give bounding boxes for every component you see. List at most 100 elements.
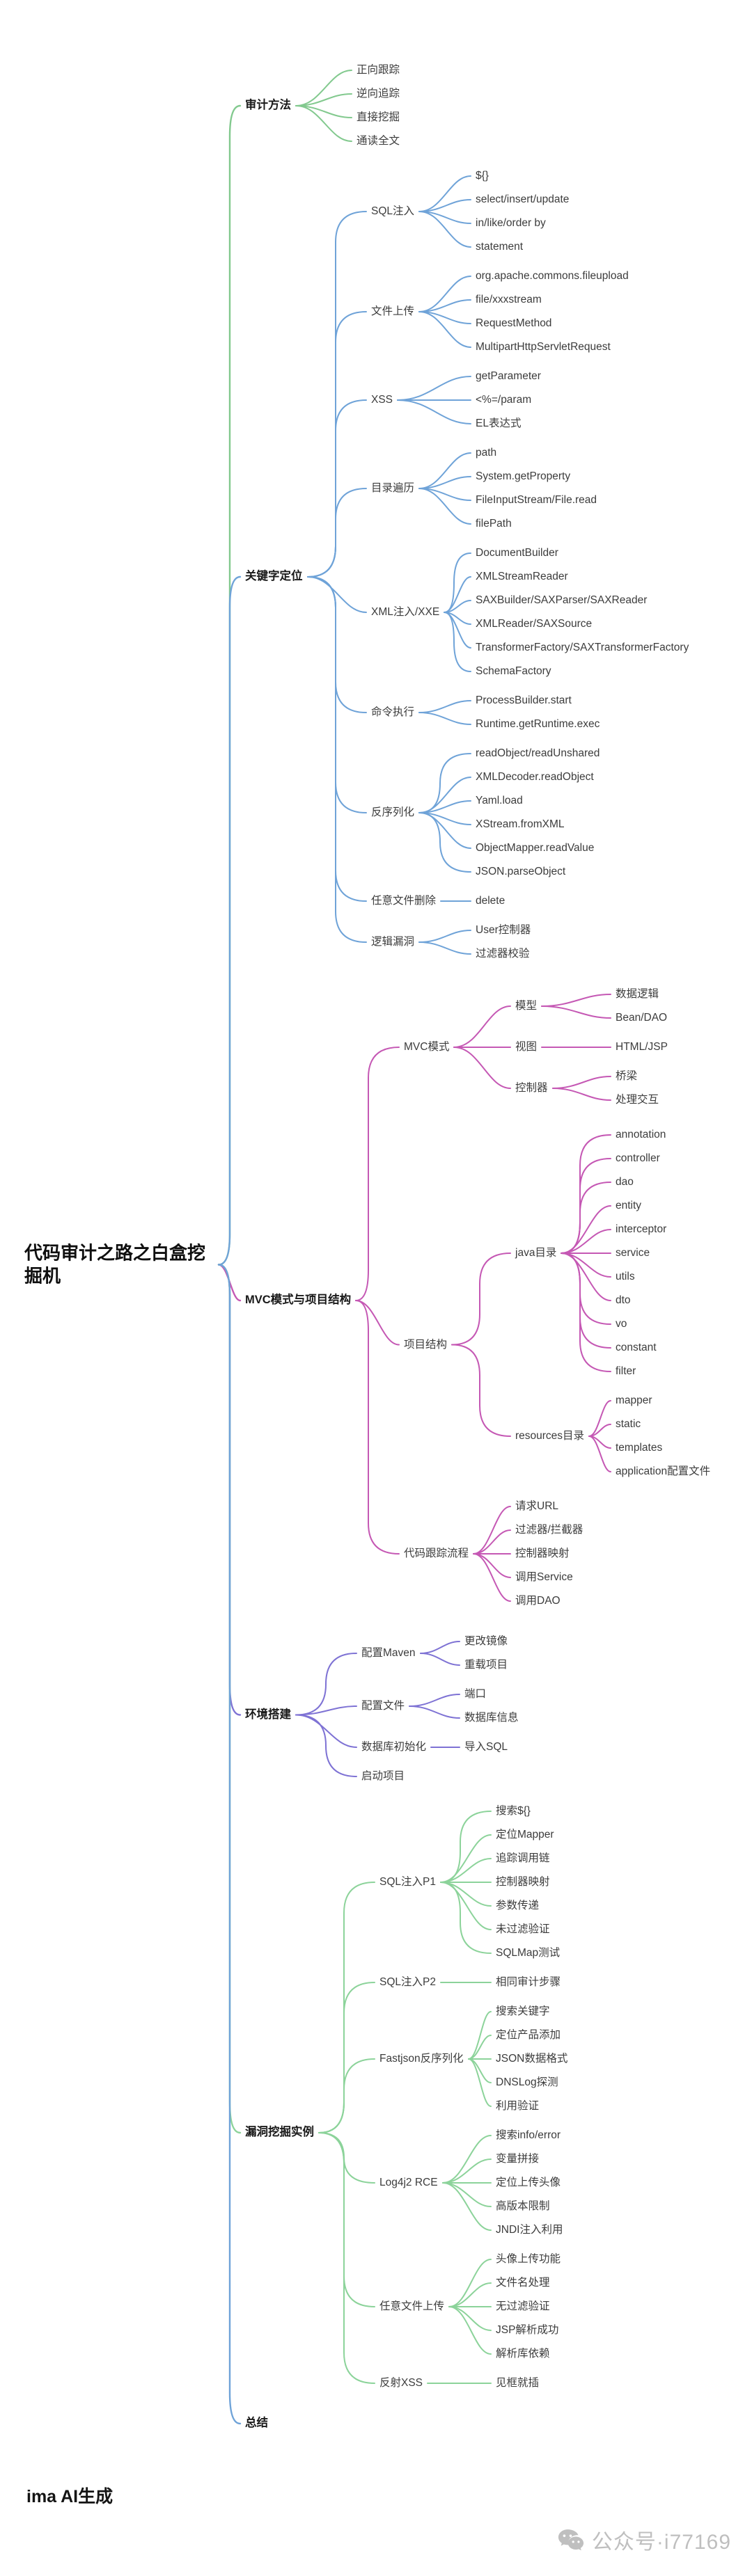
node-label: delete — [476, 894, 506, 907]
edge — [451, 1344, 511, 1437]
node-label: 反射XSS — [379, 2376, 423, 2389]
node-label: 代码跟踪流程 — [404, 1547, 469, 1559]
node-label: 头像上传功能 — [496, 2252, 561, 2265]
node-label: readObject/readUnshared — [476, 747, 600, 759]
edge — [307, 399, 367, 578]
edge — [295, 1714, 357, 1777]
edge — [468, 2011, 492, 2060]
generator-credit: ima AI生成 — [26, 2487, 113, 2506]
node-label: 导入SQL — [464, 1740, 508, 1753]
edge — [397, 376, 471, 401]
node-label: org.apache.commons.fileupload — [476, 269, 629, 282]
edge — [418, 488, 471, 525]
node-label: XSS — [371, 393, 393, 406]
node-label: 搜索info/error — [496, 2129, 561, 2141]
node-label: SQL注入P1 — [379, 1875, 436, 1888]
node-label: Bean/DAO — [616, 1011, 668, 1024]
node-label: mapper — [616, 1394, 652, 1406]
edge — [588, 1436, 611, 1472]
edge — [418, 930, 471, 943]
node-label: 搜索关键字 — [496, 2005, 550, 2017]
edge — [473, 1553, 511, 1602]
node-label: select/insert/update — [476, 193, 570, 205]
edge — [473, 1553, 511, 1578]
wechat-icon — [557, 2528, 585, 2552]
edge — [561, 1253, 611, 1372]
edge — [440, 1882, 492, 1907]
edge — [448, 2282, 492, 2307]
node-label: 追踪调用链 — [496, 1852, 550, 1864]
node-label: 端口 — [464, 1687, 487, 1700]
node-label: JSON.parseObject — [476, 865, 566, 877]
edge — [440, 1882, 492, 1930]
node-label: 重载项目 — [464, 1658, 508, 1671]
edge — [442, 2135, 492, 2184]
node-label: SQL注入P2 — [379, 1975, 436, 1988]
node-label: 无过滤验证 — [496, 2300, 550, 2312]
node-label: 文件上传 — [371, 305, 415, 317]
branch-label: 漏洞挖掘实例 — [245, 2126, 314, 2139]
edge — [442, 2182, 492, 2231]
edge — [561, 1253, 611, 1278]
node-label: 控制器映射 — [496, 1875, 550, 1888]
node-label: 通读全文 — [357, 134, 400, 147]
node-label: 项目结构 — [404, 1338, 448, 1351]
watermark: 公众号·i77169 — [557, 2525, 731, 2555]
node-label: utils — [616, 1270, 635, 1282]
node-label: DocumentBuilder — [476, 546, 558, 559]
edge — [453, 1005, 511, 1048]
node-label: 数据逻辑 — [616, 987, 659, 1000]
node-label: 文件名处理 — [496, 2276, 550, 2289]
edge — [561, 1158, 611, 1254]
edge — [453, 1047, 511, 1089]
node-label: MultipartHttpServletRequest — [476, 340, 611, 353]
edge — [318, 1882, 375, 2133]
edge — [444, 552, 471, 613]
edge — [307, 311, 367, 578]
root-title: 代码审计之路之白盒挖掘机 — [24, 1242, 206, 1287]
edge — [318, 2132, 375, 2384]
node-label: templates — [616, 1441, 663, 1454]
node-label: constant — [616, 1341, 657, 1353]
node-label: file/xxxstream — [476, 293, 542, 305]
node-label: JSON数据格式 — [496, 2052, 568, 2065]
node-label: annotation — [616, 1128, 666, 1140]
edge — [418, 812, 471, 873]
watermark-text: 公众号·i77169 — [591, 2531, 731, 2554]
edge — [442, 2158, 492, 2184]
node-label: JNDI注入利用 — [496, 2223, 563, 2236]
node-label: 解析库依赖 — [496, 2347, 550, 2360]
edge — [295, 1706, 357, 1716]
node-label: 配置Maven — [361, 1646, 416, 1659]
node-label: statement — [476, 240, 524, 253]
edge — [355, 1300, 400, 1346]
node-label: java目录 — [515, 1246, 557, 1259]
node-label: SQLMap测试 — [496, 1946, 561, 1959]
node-label: interceptor — [616, 1223, 667, 1235]
edge — [295, 1653, 357, 1716]
node-label: 相同审计步骤 — [496, 1975, 561, 1988]
node-label: TransformerFactory/SAXTransformerFactory — [476, 641, 689, 653]
edge — [397, 399, 471, 424]
edge — [418, 276, 471, 312]
node-label: MVC模式 — [404, 1040, 450, 1053]
edge — [420, 1641, 460, 1654]
node-label: 定位Mapper — [496, 1828, 554, 1840]
edge — [448, 2259, 492, 2307]
node-label: XMLDecoder.readObject — [476, 770, 594, 783]
node-label: EL表达式 — [476, 417, 522, 429]
node-label: User控制器 — [476, 923, 531, 936]
node-label: 目录遍历 — [371, 482, 415, 494]
edge — [307, 576, 367, 613]
node-label: 更改镜像 — [464, 1635, 508, 1647]
edge — [420, 1653, 460, 1666]
node-label: 处理交互 — [616, 1093, 659, 1106]
edge — [307, 576, 367, 713]
node-label: resources目录 — [515, 1429, 585, 1442]
edge — [318, 1982, 375, 2133]
node-label: 任意文件删除 — [371, 894, 437, 907]
node-label: RequestMethod — [476, 317, 552, 329]
edge — [355, 1047, 400, 1301]
edge — [440, 1882, 492, 1954]
